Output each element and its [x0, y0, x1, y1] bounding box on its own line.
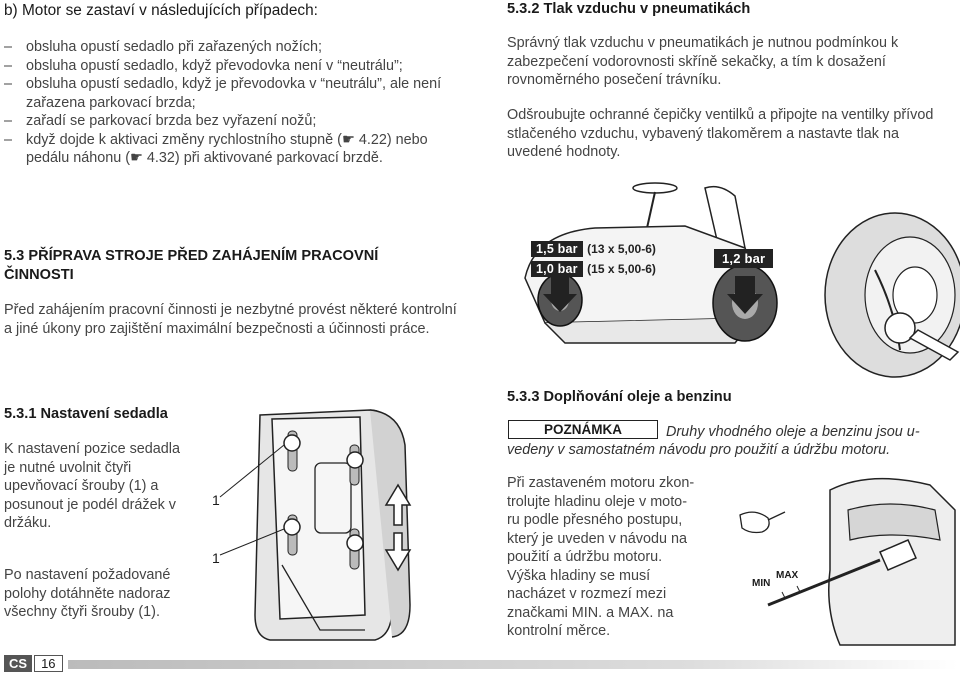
list-item: –zařadí se parkovací brzda bez vyřazení …: [4, 113, 317, 129]
note-text-line-2: vedeny v samostatném návodu pro použití …: [507, 442, 891, 458]
down-arrow-icon: [384, 532, 412, 572]
page-number: 16: [34, 655, 63, 672]
note-text-line-1: Druhy vhodného oleje a benzinu jsou u-: [666, 424, 920, 440]
min-label: MIN: [752, 578, 771, 589]
bolt-icon: [346, 534, 364, 552]
bolt-icon: [283, 518, 301, 536]
up-arrow-icon: [384, 483, 412, 526]
engine-dipstick-illustration: [739, 477, 956, 646]
callout-label: 1: [212, 492, 220, 508]
callout-label: 1: [212, 550, 220, 566]
max-label: MAX: [776, 570, 799, 581]
front-pressure-label-2: 1,0 bar (15 x 5,00-6): [531, 260, 656, 278]
bolt-icon: [283, 434, 301, 452]
tire-gauge-illustration: [824, 212, 960, 378]
list-item: –obsluha opustí sedadlo, když je převodo…: [4, 76, 442, 111]
section-5-3-2-heading: 5.3.2 Tlak vzduchu v pneumatikách: [507, 1, 751, 17]
list-item: –obsluha opustí sedadlo, když převodovka…: [4, 57, 403, 74]
down-arrow-icon: [543, 276, 577, 312]
footer-bar: [68, 660, 958, 669]
oil-can-icon: [739, 511, 786, 534]
seat-adjust-paragraph-2: Po nastavení požadované polohy dotáhněte…: [4, 567, 171, 620]
section-5-3-1-heading: 5.3.1 Nastavení sedadla: [4, 406, 168, 422]
language-badge: CS: [4, 655, 33, 672]
rear-pressure-label: 1,2 bar: [714, 249, 774, 268]
section-b-title: b) Motor se zastaví v následujících příp…: [4, 2, 318, 19]
page-footer: CS 16: [4, 655, 63, 672]
list-item: –když dojde k aktivaci změny rychlostníh…: [4, 131, 428, 167]
tire-pressure-paragraph-1: Správný tlak vzduchu v pneumatikách je n…: [507, 35, 899, 88]
stop-conditions-list: –obsluha opustí sedadlo při zařazených n…: [4, 38, 459, 168]
seat-adjustment-illustration: [219, 409, 412, 641]
front-pressure-label-1: 1,5 bar (13 x 5,00-6): [531, 240, 656, 258]
down-arrow-icon: [727, 276, 763, 314]
section-5-3-heading: 5.3 PŘÍPRAVA STROJE PŘED ZAHÁJENÍM PRACO…: [4, 248, 379, 283]
oil-check-paragraph: Při zastaveném motoru zkon- trolujte hla…: [507, 475, 695, 639]
section-5-3-3-heading: 5.3.3 Doplňování oleje a benzinu: [507, 389, 732, 405]
tire-pressure-paragraph-2: Odšroubujte ochranné čepičky ventilků a …: [507, 107, 934, 160]
bolt-icon: [346, 451, 364, 469]
seat-adjust-paragraph-1: K nastavení pozice sedadla je nutné uvol…: [4, 441, 181, 531]
note-label: POZNÁMKA: [508, 420, 658, 439]
gauge-icon: [884, 312, 916, 344]
mower-tire-illustration: [524, 182, 778, 344]
list-item: –obsluha opustí sedadlo při zařazených n…: [4, 39, 322, 55]
section-5-3-body: Před zahájením pracovní činnosti je nezb…: [4, 302, 457, 337]
